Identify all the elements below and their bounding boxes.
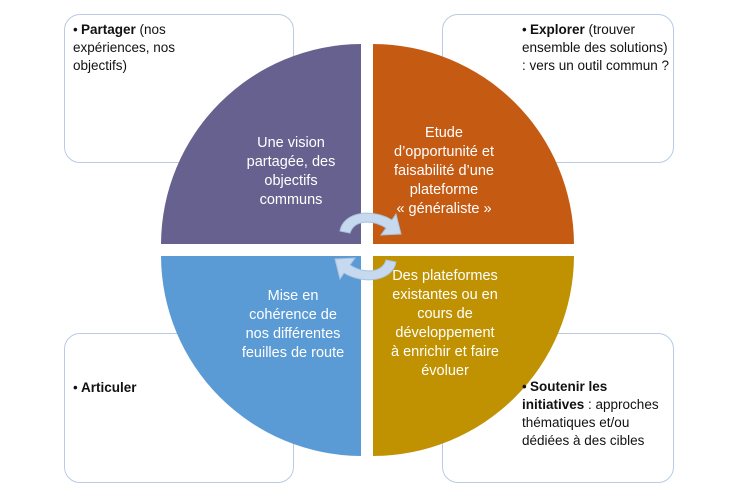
note-bottom-right: •Soutenir les initiatives : approches th… [522, 378, 672, 450]
quadrant-label-line: faisabilité d’une [394, 163, 494, 179]
quadrant-label-line: plateforme [410, 182, 479, 198]
quadrant-bottom-right [373, 256, 574, 456]
note-text: (trouver ensemble des solutions) : vers … [522, 22, 670, 73]
quadrant-label-bottom-right: Des plateformes existantes ou en cours de d… [391, 268, 499, 379]
quadrant-label-line: feuilles de route [242, 345, 344, 361]
note-title: Explorer [530, 22, 585, 37]
quadrant-label-top-right: Etude d’opportunité et faisabilité d’une pl… [394, 125, 494, 217]
note-top-left: •Partager (nos expériences, nos objectif… [73, 21, 223, 75]
quadrant-label-line: « généraliste » [396, 201, 491, 217]
quadrant-top-right [373, 44, 574, 244]
note-title: Soutenir les initiatives [522, 379, 608, 412]
bullet-icon: • [522, 379, 527, 394]
quadrant-bottom-left [161, 256, 361, 456]
quadrant-label-line: cohérence de [249, 307, 337, 323]
quadrant-label-line: partagée, des [247, 154, 336, 170]
quadrant-label-line: Etude [425, 125, 463, 141]
bullet-icon: • [522, 22, 527, 37]
note-title: Partager [81, 22, 136, 37]
quadrant-label-line: existantes ou en [392, 287, 498, 303]
quadrant-label-line: cours de [417, 306, 473, 322]
note-top-right: •Explorer (trouver ensemble des solution… [522, 21, 672, 75]
note-title: Articuler [81, 380, 137, 395]
quadrant-label-line: Mise en [268, 288, 319, 304]
quadrant-label-line: évoluer [421, 363, 469, 379]
quadrant-label-line: objectifs [264, 173, 317, 189]
bullet-icon: • [73, 22, 78, 37]
quadrant-label-line: communs [260, 192, 323, 208]
bullet-icon: • [73, 380, 78, 395]
quadrant-label-line: nos différentes [246, 326, 341, 342]
note-bottom-left: •Articuler [73, 379, 223, 397]
note-text: : approches thématiques et/ou dédiées à … [522, 397, 659, 448]
note-text: (nos expériences, nos objectifs) [73, 22, 176, 73]
quadrant-label-line: d’opportunité et [394, 144, 494, 160]
quadrant-top-left [161, 44, 361, 244]
quadrant-label-line: Une vision [257, 135, 325, 151]
quadrant-label-line: à enrichir et faire [391, 344, 499, 360]
quadrant-label-line: Des plateformes [392, 268, 498, 284]
quadrant-label-line: développement [395, 325, 494, 341]
quadrant-label-bottom-left: Mise en cohérence de nos différentes feuill… [242, 288, 344, 361]
quadrant-label-top-left: Une vision partagée, des objectifs communs [247, 135, 336, 208]
cycle-arrows-icon [334, 212, 402, 281]
